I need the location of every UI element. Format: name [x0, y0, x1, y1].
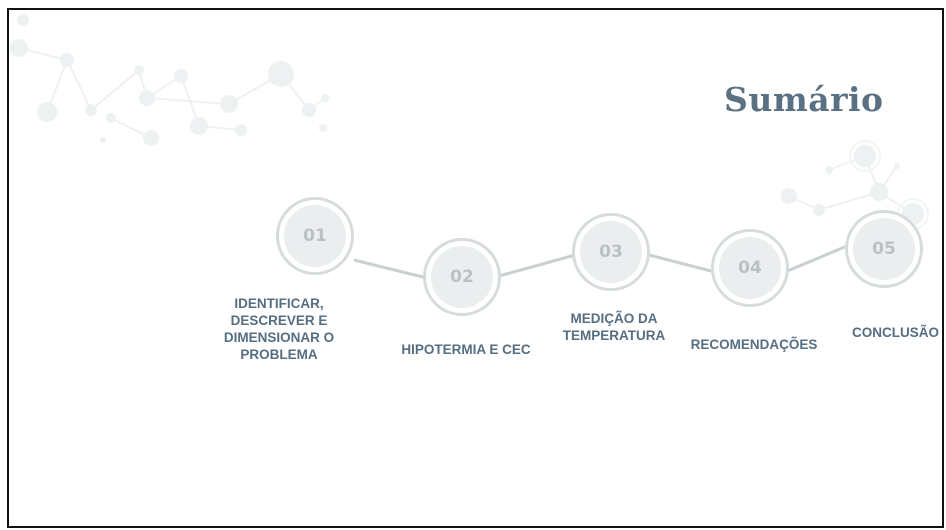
molecule-decoration-top-left — [10, 14, 329, 146]
step-05-number: 05 — [853, 218, 915, 280]
step-05-node: 05 — [845, 210, 923, 288]
connector-03-04 — [648, 253, 716, 274]
step-01-label: IDENTIFICAR, DESCREVER E DIMENSIONAR O P… — [223, 296, 335, 362]
step-01-number: 01 — [284, 205, 346, 267]
connector-01-02 — [353, 258, 428, 280]
slide-title: Sumário — [724, 80, 884, 119]
step-03-number: 03 — [580, 221, 642, 283]
connector-04-05 — [784, 244, 848, 274]
step-03-node: 03 — [572, 213, 650, 291]
step-04-number: 04 — [719, 237, 781, 299]
step-05-label: CONCLUSÃO — [852, 325, 939, 340]
step-03-label: MEDIÇÃO DA TEMPERATURA — [562, 311, 666, 343]
step-02-node: 02 — [423, 238, 501, 316]
step-04-label: RECOMENDAÇÕES — [690, 337, 818, 352]
step-04-node: 04 — [711, 229, 789, 307]
step-02-label: HIPOTERMIA E CEC — [401, 342, 531, 357]
slide: Sumário 01 02 03 04 05 IDENTIFICAR, DESC… — [7, 8, 944, 528]
step-02-number: 02 — [431, 246, 493, 308]
timeline-connectors — [353, 244, 848, 280]
step-01-node: 01 — [276, 197, 354, 275]
connector-02-03 — [498, 253, 576, 278]
